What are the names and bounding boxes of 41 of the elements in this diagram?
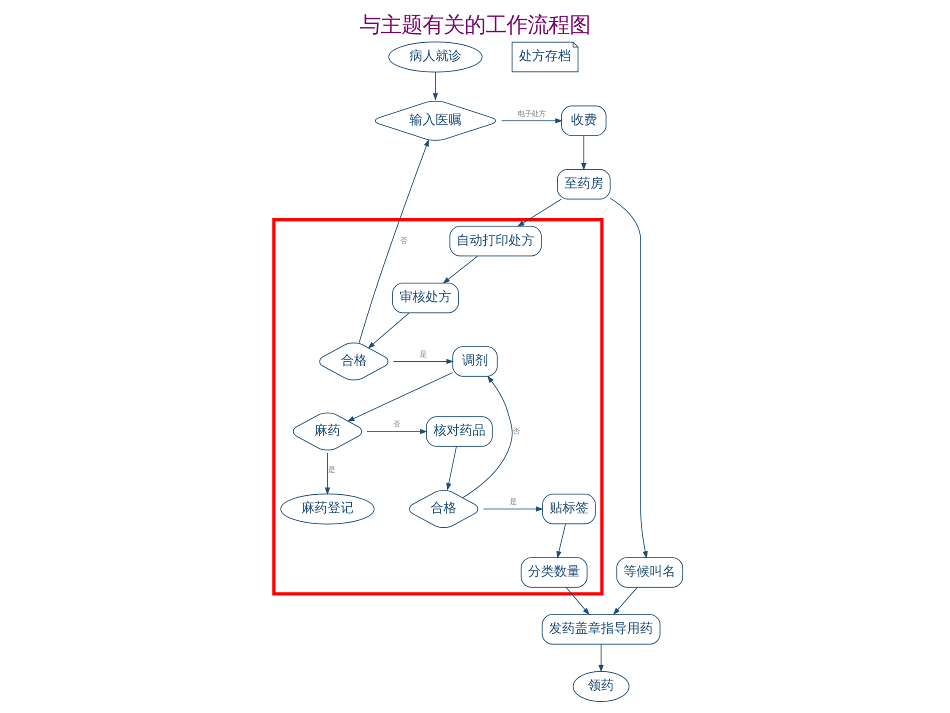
arrow bbox=[517, 198, 562, 227]
arrow bbox=[462, 376, 513, 498]
arrow bbox=[393, 358, 454, 364]
arrow bbox=[610, 198, 648, 559]
node-box: 等候叫名 bbox=[616, 557, 684, 588]
edge-label: 是 bbox=[509, 497, 516, 506]
arrow bbox=[324, 452, 330, 495]
node-box: 收费 bbox=[561, 106, 606, 136]
arrow bbox=[446, 446, 457, 491]
node-box: 自动打印处方 bbox=[449, 226, 542, 256]
node-box: 调剂 bbox=[452, 346, 498, 377]
arrow bbox=[366, 428, 428, 434]
arrow bbox=[358, 138, 429, 344]
arrow bbox=[566, 587, 590, 616]
diagram-title: 与主题有关的工作流程图 bbox=[360, 12, 590, 38]
node-ellipse: 病人就诊 bbox=[388, 42, 483, 72]
node-ellipse: 领药 bbox=[572, 671, 630, 702]
node-box: 核对药品 bbox=[426, 416, 493, 447]
node-box: 发药盖章指导用药 bbox=[542, 614, 660, 645]
arrow bbox=[432, 72, 438, 100]
node-box: 审核处方 bbox=[392, 282, 459, 314]
node-box: 至药房 bbox=[557, 168, 611, 200]
edge-label: 是 bbox=[420, 350, 427, 359]
arrow bbox=[442, 256, 478, 284]
node-box: 分类数量 bbox=[520, 557, 588, 588]
node-ellipse: 麻药登记 bbox=[280, 494, 375, 524]
arrow bbox=[347, 372, 453, 422]
arrow bbox=[556, 523, 566, 559]
edge-label: 否 bbox=[393, 420, 400, 429]
arrow bbox=[612, 587, 638, 616]
cluster bbox=[272, 218, 604, 596]
edge-label: 是 bbox=[328, 465, 336, 474]
edge-label: 电子处方 bbox=[517, 108, 546, 118]
edge-label: 否 bbox=[400, 236, 407, 245]
arrow bbox=[368, 312, 410, 349]
arrow bbox=[598, 644, 604, 672]
arrow bbox=[482, 506, 544, 512]
arrow bbox=[501, 118, 563, 124]
node-box: 贴标签 bbox=[542, 494, 596, 524]
arrow bbox=[581, 135, 586, 170]
edge-label: 否 bbox=[512, 426, 520, 436]
